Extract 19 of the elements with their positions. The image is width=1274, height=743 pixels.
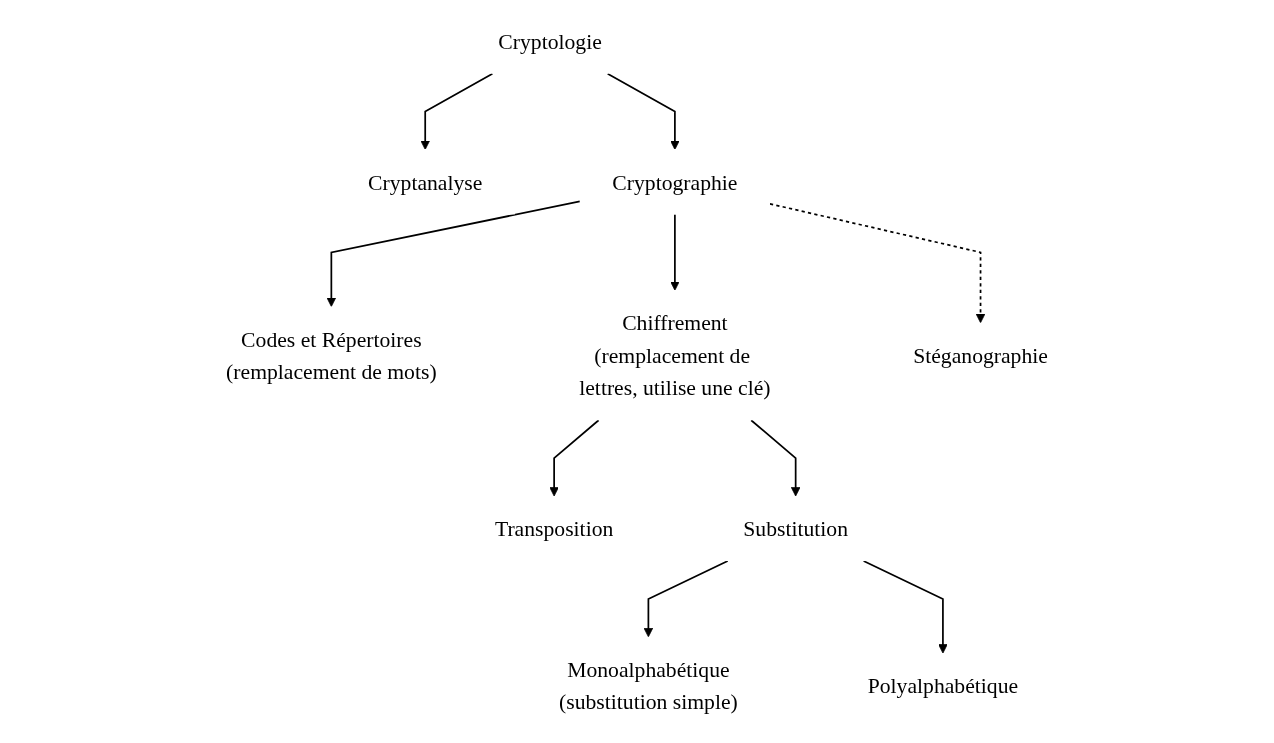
arrow <box>606 72 680 150</box>
node-text: Polyalphabétique <box>867 673 1019 698</box>
node-text: Cryptologie <box>498 29 602 54</box>
node-text: Codes et Répertoires (remplacement de mots) <box>226 327 437 384</box>
arrow <box>643 560 729 638</box>
arrow <box>769 203 986 324</box>
node-text: Chiffrement (remplacement de lettres, utilise une clé) <box>579 310 771 400</box>
node-text: Cryptographie <box>612 170 738 194</box>
node-text: Cryptanalyse <box>368 170 483 194</box>
node-text: Monoalphabétique (substitution simple) <box>559 657 738 714</box>
arrow <box>670 213 680 291</box>
arrow <box>420 72 494 150</box>
arrow <box>862 560 948 654</box>
node-text: Transposition <box>494 516 614 541</box>
arrow <box>750 419 801 497</box>
arrow <box>326 200 581 307</box>
node-text: Stéganographie <box>913 343 1048 368</box>
arrow <box>549 419 600 497</box>
node-text: Substitution <box>743 516 849 541</box>
